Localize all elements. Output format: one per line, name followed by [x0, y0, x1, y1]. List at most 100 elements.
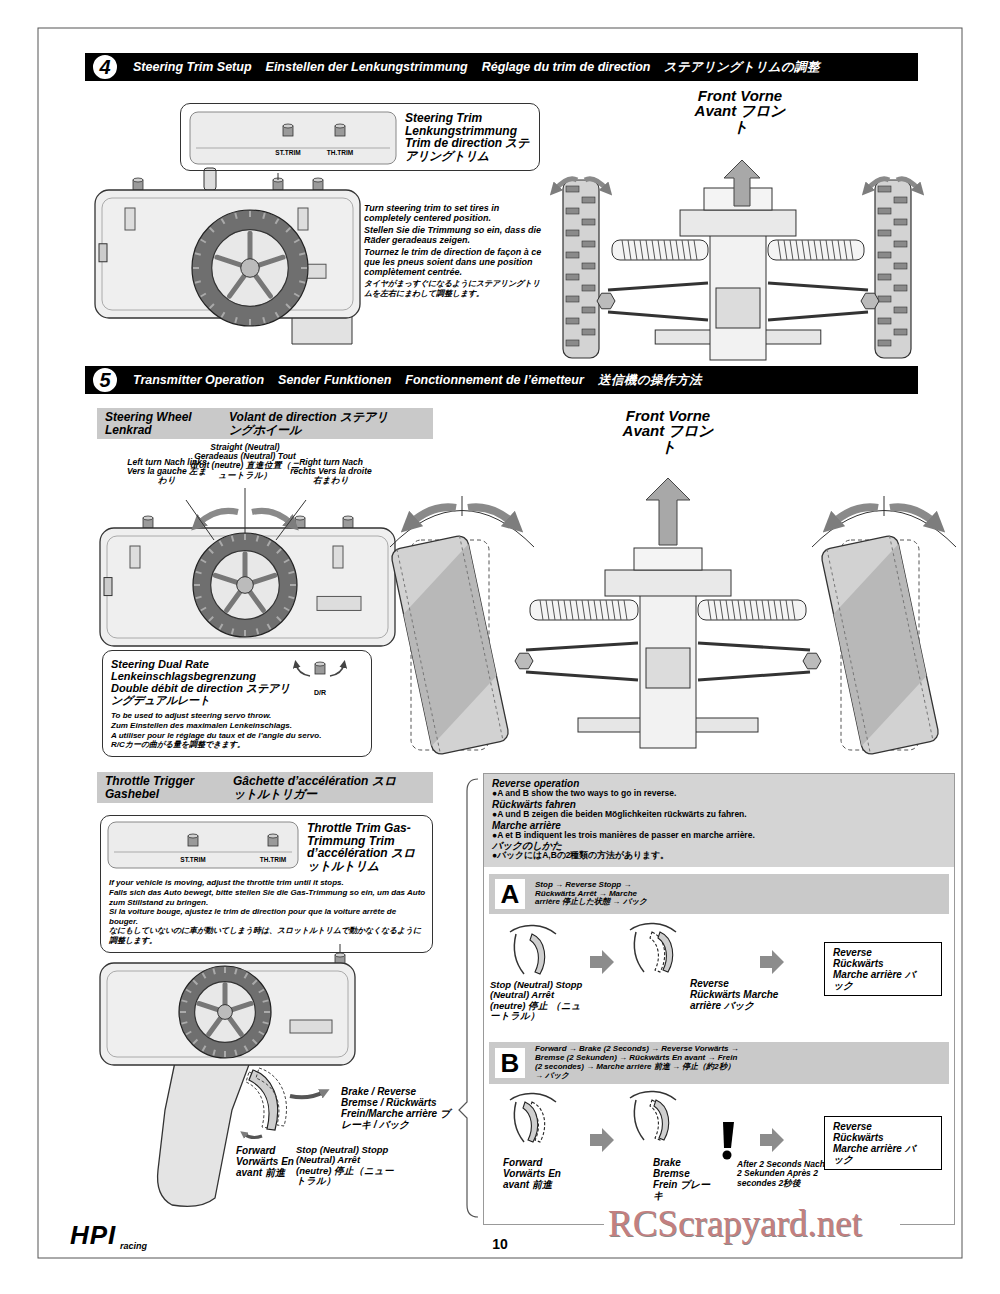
dual-rate-arrow [296, 664, 310, 676]
method-text: A [495, 879, 525, 909]
result-text: Reverse Rückwärts Marche arrière バック [833, 947, 917, 991]
tire-knob [582, 285, 595, 291]
shock-coil [612, 600, 615, 620]
callout-box: Throttle Trim Gas-Trimmung Trim d’accélé… [100, 815, 433, 953]
brake-arrow [290, 1092, 324, 1097]
tire-tread [193, 1040, 197, 1044]
turn-arrow [867, 179, 889, 190]
shock-coil [682, 240, 685, 260]
wheel-hex [597, 293, 615, 309]
callout-text: Steering Dual Rate Lenkeinschlagsbegrenz… [111, 658, 296, 706]
tire-tread [284, 608, 289, 611]
turn-arrow [468, 507, 514, 524]
shock-coil [826, 240, 829, 260]
result-text: Reverse Rückwärts Marche arrière バック [833, 1121, 917, 1165]
steering-wheel-rim [195, 982, 256, 1043]
shock-absorber [612, 240, 708, 260]
transmitter-body [100, 963, 355, 1065]
power-switch [99, 244, 107, 262]
reverse-switch [298, 208, 308, 230]
suspension-arm [768, 312, 868, 320]
method-text: B [495, 1048, 525, 1078]
tire-tread [222, 219, 225, 224]
rim-spoke [248, 233, 253, 259]
tire-tread [277, 549, 281, 553]
transmitter-body [95, 190, 360, 318]
tire-knob [894, 263, 907, 269]
suspension-arm [526, 672, 638, 680]
shock-absorber [530, 600, 638, 620]
tire-tread [195, 253, 201, 255]
battery-meter [317, 596, 361, 610]
trim-knob-top [295, 516, 305, 520]
tire-tread [209, 617, 213, 621]
instruction-text: Stellen Sie die Trimmung so ein, dass di… [364, 225, 546, 245]
tire-tread [193, 267, 199, 269]
panel-text: ●バックにはA,Bの2種類の方法があります。 [492, 851, 946, 861]
chassis-spine [710, 234, 766, 360]
tire-knob [894, 197, 907, 203]
tire-knob [566, 296, 579, 302]
shock-coil [570, 600, 573, 620]
shock-coil [792, 600, 795, 620]
trigger [249, 1070, 278, 1130]
shock-coil [750, 600, 753, 620]
panel-text: Rückwärts fahren [492, 799, 946, 810]
tire-tread [249, 319, 251, 325]
knob-label: ST.TRIM [270, 149, 306, 156]
shock-coil [738, 600, 741, 620]
rim-spoke [258, 257, 283, 265]
callout-text: To be used to adjust steering servo thro… [111, 711, 363, 721]
tire-tread [186, 990, 191, 993]
section-heading: Transmitter Operation [133, 373, 264, 387]
callout-box: Steering Dual Rate Lenkeinschlagsbegrenz… [102, 650, 372, 757]
tire-knob [894, 219, 907, 225]
suspension-arm [608, 312, 708, 320]
section-heading: Réglage du trim de direction [482, 60, 651, 74]
chassis-spine [640, 594, 696, 748]
section-header-bar: 4Steering Trim SetupEinstellen der Lenku… [85, 53, 918, 81]
wheel-hex [803, 653, 821, 669]
shock-coil [688, 240, 691, 260]
shock-coil [726, 600, 729, 620]
servo [716, 288, 760, 328]
result-box: Reverse Rückwärts Marche arrière バック [824, 942, 942, 996]
leader-line [340, 944, 341, 952]
rim-spoke [227, 591, 241, 610]
shock-coil [588, 600, 591, 620]
front-arrow [724, 160, 760, 206]
antenna-stub [204, 168, 216, 190]
tire-tread [186, 1032, 191, 1035]
trim-knob-top [268, 834, 278, 838]
tire-tread [253, 980, 257, 984]
tire-tread [193, 980, 197, 984]
section-heading: 4 [91, 53, 119, 81]
tire-knob [582, 307, 595, 313]
callout-box: Steering Trim Lenkungstrimmung Trim de d… [180, 103, 540, 171]
step-label: Brake Bremse Frein ブレーキ [653, 1157, 715, 1201]
tire [563, 180, 599, 358]
tire [820, 534, 940, 756]
trigger-position-label: Forward Vorwärts En avant 前進 [236, 1145, 294, 1178]
section-heading: 送信機の操作方法 [598, 372, 702, 389]
tire-tread [203, 973, 206, 978]
tire-tread [180, 1011, 186, 1013]
shock-coil [838, 240, 841, 260]
tire-knob [878, 208, 891, 214]
tire-tread [249, 211, 251, 217]
tire-tread [259, 1032, 264, 1035]
battery-meter [290, 1020, 332, 1033]
shock-coil [778, 240, 781, 260]
transmitter-top-inset [108, 822, 298, 868]
turn-arrow [555, 179, 577, 190]
steering-wheel-tire [179, 966, 271, 1058]
tire-tread [195, 281, 201, 283]
tire-tread [235, 213, 237, 219]
turn-arrow [198, 511, 238, 524]
tire-knob [566, 230, 579, 236]
result-box: Reverse Rückwärts Marche arrière バック [824, 1116, 942, 1170]
tire-tread [259, 990, 264, 993]
watermark: RCScrapyard.net [604, 1204, 900, 1245]
